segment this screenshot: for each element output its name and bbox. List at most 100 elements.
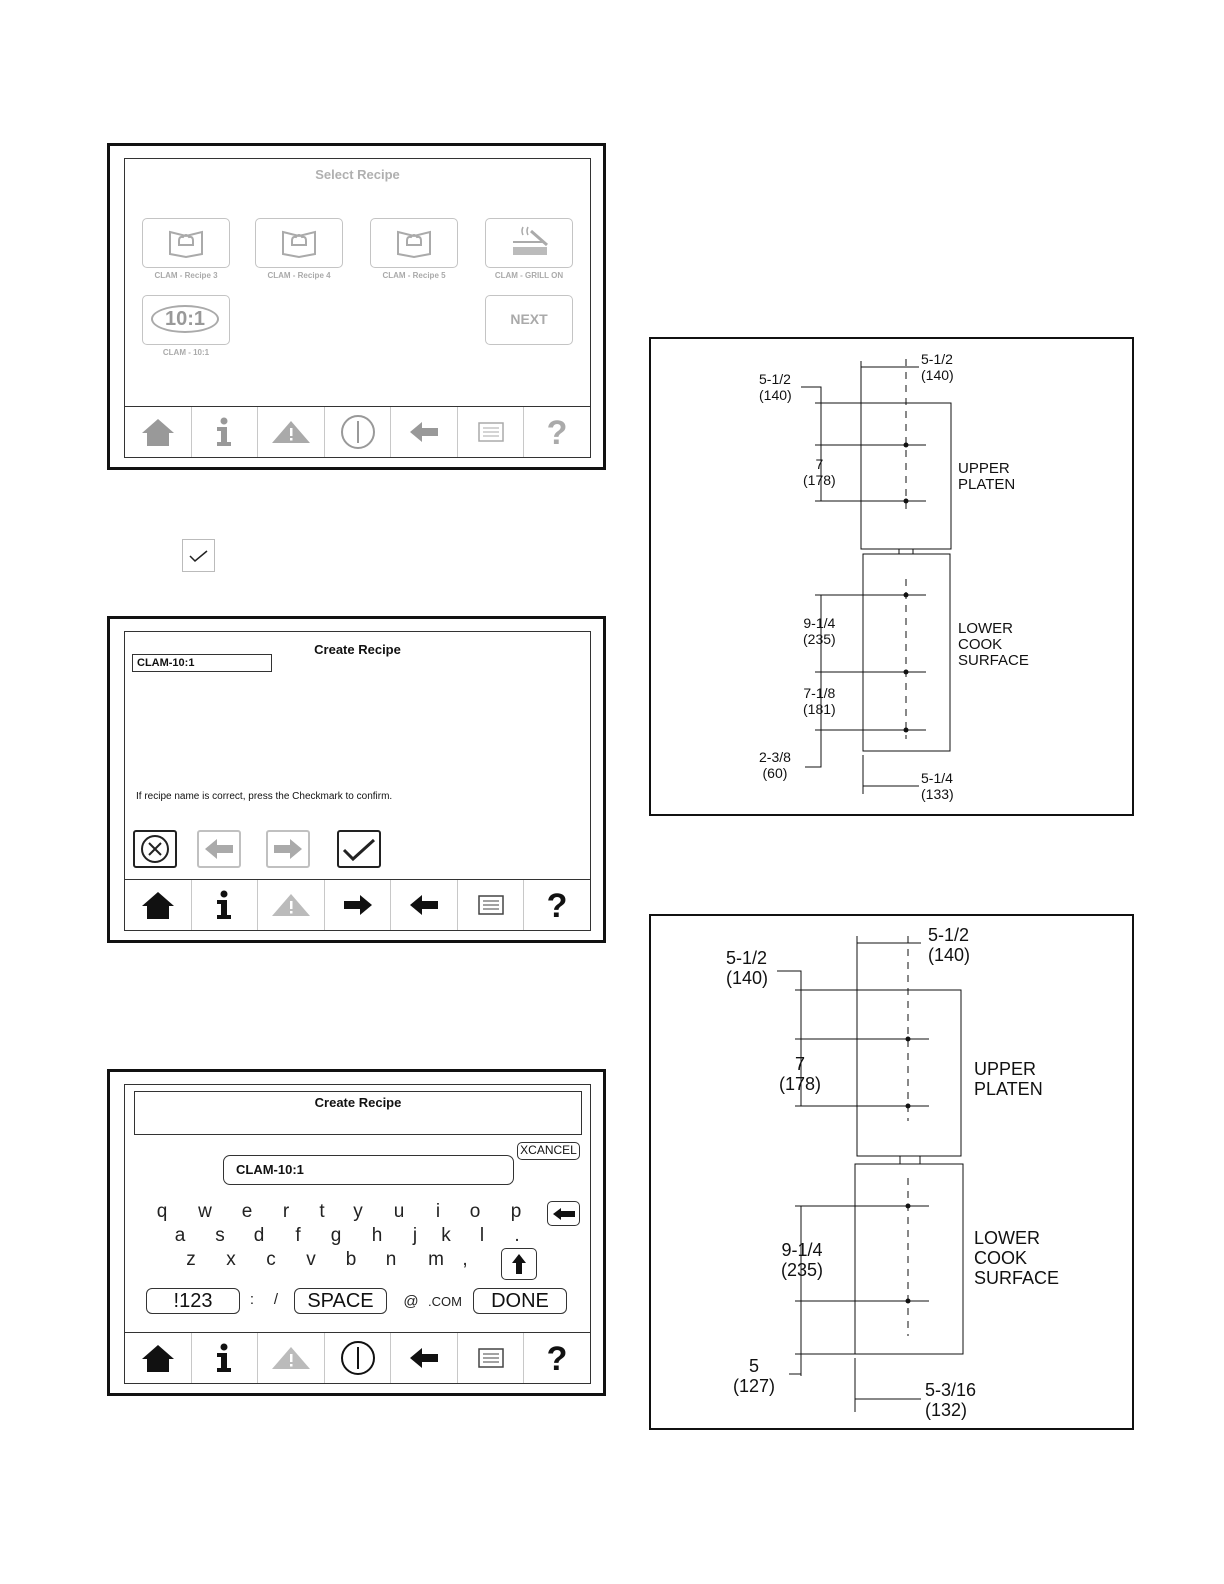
- dim-bottom-width: 5-3/16(132): [925, 1380, 977, 1420]
- space-key[interactable]: SPACE: [294, 1288, 387, 1314]
- ratio-badge: 10:1: [164, 308, 206, 330]
- symbols-key[interactable]: !123: [146, 1288, 240, 1314]
- cancel-button[interactable]: [133, 830, 177, 868]
- nav-back[interactable]: [391, 1333, 458, 1383]
- nav-home[interactable]: [125, 1333, 192, 1383]
- backspace-key[interactable]: [547, 1201, 580, 1226]
- key-dotcom[interactable]: .COM: [428, 1294, 462, 1309]
- nav-power[interactable]: [325, 407, 392, 457]
- key-v[interactable]: v: [306, 1249, 316, 1270]
- grill-icon: [513, 226, 548, 255]
- ratio-tile[interactable]: 10:1: [142, 295, 230, 345]
- done-key[interactable]: DONE: [473, 1288, 567, 1314]
- key-at[interactable]: @: [403, 1293, 419, 1310]
- key-o[interactable]: o: [469, 1201, 481, 1222]
- nav-menu[interactable]: [458, 880, 525, 930]
- nav-menu[interactable]: [458, 1333, 525, 1383]
- key-q[interactable]: q: [156, 1201, 168, 1222]
- key-comma[interactable]: ,: [462, 1249, 468, 1270]
- nav-alert[interactable]: [258, 880, 325, 930]
- arrow-right-icon: [343, 895, 372, 915]
- nav-alert[interactable]: [258, 1333, 325, 1383]
- power-icon: [340, 415, 375, 449]
- chef-book-icon: [397, 230, 431, 258]
- platen-dimension-diagram-1: 5-1/2(140) 5-1/2(140) 7(178) 9-1/4(235) …: [649, 337, 1134, 816]
- checkmark-icon: [342, 838, 376, 862]
- recipe-tile-3[interactable]: [142, 218, 230, 268]
- key-g[interactable]: g: [330, 1225, 342, 1246]
- key-c[interactable]: c: [266, 1249, 276, 1270]
- key-s[interactable]: s: [215, 1225, 225, 1246]
- backspace-icon: [552, 1207, 575, 1220]
- key-w[interactable]: w: [198, 1201, 212, 1222]
- key-e[interactable]: e: [241, 1201, 253, 1222]
- nav-help[interactable]: ?: [524, 1333, 590, 1383]
- key-h[interactable]: h: [371, 1225, 383, 1246]
- nav-info[interactable]: [192, 1333, 259, 1383]
- title-box: Create Recipe: [134, 1091, 582, 1135]
- key-a[interactable]: a: [174, 1225, 186, 1246]
- nav-home[interactable]: [125, 880, 192, 930]
- key-r[interactable]: r: [282, 1201, 290, 1222]
- list-icon: [477, 1348, 504, 1368]
- nav-power[interactable]: [325, 1333, 392, 1383]
- key-p[interactable]: p: [510, 1201, 522, 1222]
- info-icon: [217, 890, 232, 919]
- nav-help[interactable]: ?: [524, 880, 590, 930]
- grill-on-tile[interactable]: [485, 218, 573, 268]
- shift-up-icon: [512, 1254, 526, 1274]
- key-i[interactable]: i: [435, 1201, 441, 1222]
- key-d[interactable]: d: [253, 1225, 265, 1246]
- key-colon[interactable]: :: [249, 1291, 255, 1308]
- key-l[interactable]: l: [479, 1225, 485, 1246]
- recipe-name-input[interactable]: CLAM-10:1: [223, 1155, 514, 1185]
- nav-menu[interactable]: [458, 407, 525, 457]
- recipe-tile-4-label: CLAM - Recipe 4: [267, 271, 331, 280]
- key-t[interactable]: t: [319, 1201, 325, 1222]
- key-k[interactable]: k: [441, 1225, 451, 1246]
- recipe-tile-5-label: CLAM - Recipe 5: [382, 271, 446, 280]
- confirm-checkmark-button[interactable]: [337, 830, 381, 868]
- nav-back[interactable]: [391, 880, 458, 930]
- key-j[interactable]: j: [412, 1225, 418, 1246]
- nav-alert[interactable]: [258, 407, 325, 457]
- select-recipe-screen: Select Recipe CLAM - Recipe 3 CLAM - Rec…: [124, 158, 591, 458]
- cancel-button[interactable]: XCANCEL: [517, 1142, 580, 1160]
- key-slash[interactable]: /: [273, 1291, 279, 1308]
- key-z[interactable]: z: [186, 1249, 196, 1270]
- recipe-name-field[interactable]: CLAM-10:1: [132, 654, 272, 672]
- power-icon: [340, 1341, 375, 1375]
- nav-home[interactable]: [125, 407, 192, 457]
- shift-key[interactable]: [501, 1248, 537, 1280]
- arrow-left-icon: [410, 895, 439, 915]
- dim-lower-offset: 5(127): [733, 1356, 776, 1396]
- recipe-tile-4[interactable]: [255, 218, 343, 268]
- cursor-left-button[interactable]: [197, 830, 241, 868]
- nav-info[interactable]: [192, 407, 259, 457]
- svg-text:?: ?: [547, 1342, 568, 1374]
- key-f[interactable]: f: [295, 1225, 301, 1246]
- recipe-tile-5[interactable]: [370, 218, 458, 268]
- key-b[interactable]: b: [345, 1249, 357, 1270]
- select-recipe-screenshot: Select Recipe CLAM - Recipe 3 CLAM - Rec…: [107, 143, 606, 470]
- diagram-2-drawing: [777, 936, 964, 1412]
- dim-bottom-width: 5-1/4(133): [921, 770, 954, 802]
- screen-title: Create Recipe: [314, 1095, 402, 1110]
- next-button[interactable]: NEXT: [485, 295, 573, 345]
- nav-forward[interactable]: [325, 880, 392, 930]
- nav-back[interactable]: [391, 407, 458, 457]
- cursor-right-button[interactable]: [266, 830, 310, 868]
- dim-upper-span: 7(178): [803, 456, 836, 488]
- key-m[interactable]: m: [428, 1249, 444, 1270]
- key-x[interactable]: x: [226, 1249, 236, 1270]
- key-y[interactable]: y: [353, 1201, 363, 1222]
- dim-lower-offset: 2-3/8(60): [759, 749, 791, 781]
- key-u[interactable]: u: [393, 1201, 405, 1222]
- warning-icon: [271, 894, 310, 916]
- nav-info[interactable]: [192, 880, 259, 930]
- nav-help[interactable]: ?: [524, 407, 590, 457]
- key-period[interactable]: .: [514, 1225, 520, 1246]
- help-icon: ?: [547, 889, 568, 921]
- key-n[interactable]: n: [385, 1249, 397, 1270]
